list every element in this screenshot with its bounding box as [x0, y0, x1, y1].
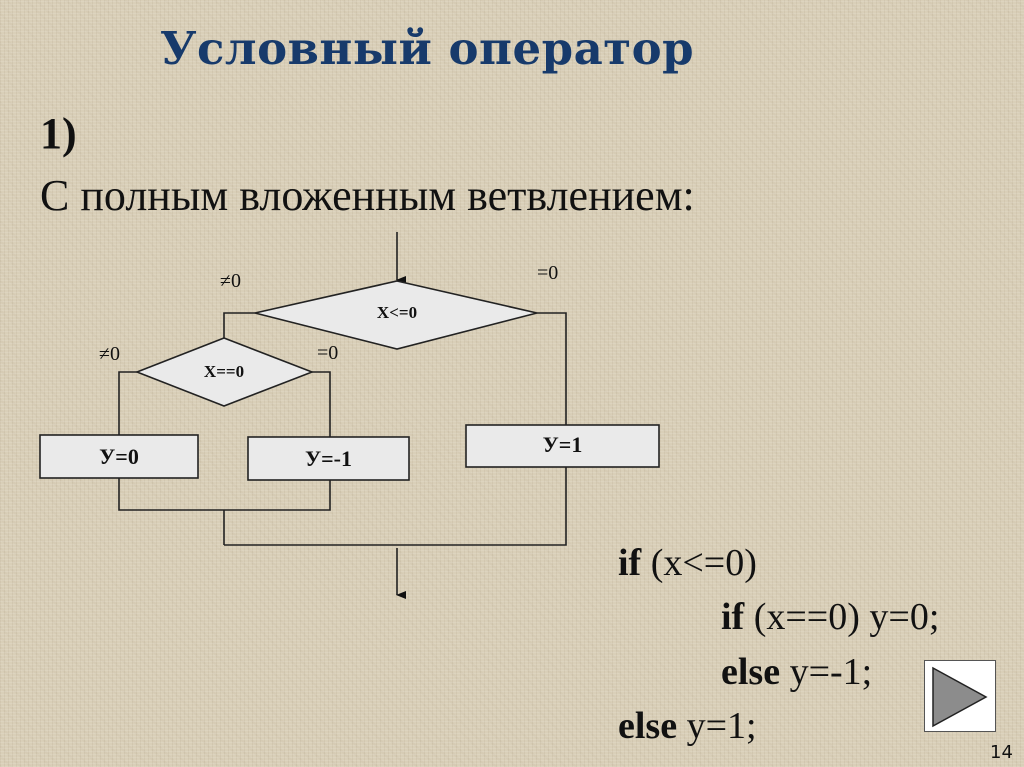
outer-merge-line — [224, 467, 567, 546]
outer-right-connector — [537, 312, 567, 425]
outer-condition-label: X<=0 — [376, 303, 418, 322]
box-y1-label: У=1 — [542, 432, 583, 457]
item-number: 1) — [40, 109, 77, 158]
slide-title: Условный оператор — [160, 22, 695, 75]
next-slide-button[interactable] — [924, 660, 996, 732]
inner-left-branch-label: ≠0 — [99, 343, 120, 365]
code-keyword: if — [721, 596, 745, 638]
code-line-1: if (x<=0) — [618, 542, 757, 584]
code-keyword: if — [618, 542, 642, 584]
box-y-minus1-label: У=-1 — [304, 446, 352, 471]
code-line-4: else y=1; — [618, 705, 757, 747]
code-keyword: else — [618, 705, 678, 747]
process-y-minus1 — [247, 436, 410, 481]
inner-left-connector — [118, 371, 137, 435]
inner-condition-label: X==0 — [203, 362, 245, 381]
code-keyword: else — [721, 651, 781, 693]
play-triangle-icon — [932, 666, 988, 728]
code-line-3: else y=-1; — [721, 651, 873, 693]
inner-right-connector — [312, 371, 331, 437]
outer-left-connector — [223, 312, 255, 338]
decision-outer — [254, 280, 538, 350]
inner-merge-line — [118, 478, 331, 511]
process-y0 — [39, 434, 199, 479]
process-y1 — [465, 424, 660, 468]
decision-inner — [134, 337, 315, 407]
outer-right-branch-label: =0 — [537, 262, 559, 284]
page-number: 14 — [990, 742, 1013, 763]
outer-left-branch-label: ≠0 — [220, 270, 241, 292]
box-y0-label: У=0 — [99, 444, 139, 469]
slide-subtitle: С полным вложенным ветвлением: — [40, 171, 695, 220]
code-line-2: if (x==0) y=0; — [721, 596, 940, 638]
inner-right-branch-label: =0 — [317, 342, 339, 364]
